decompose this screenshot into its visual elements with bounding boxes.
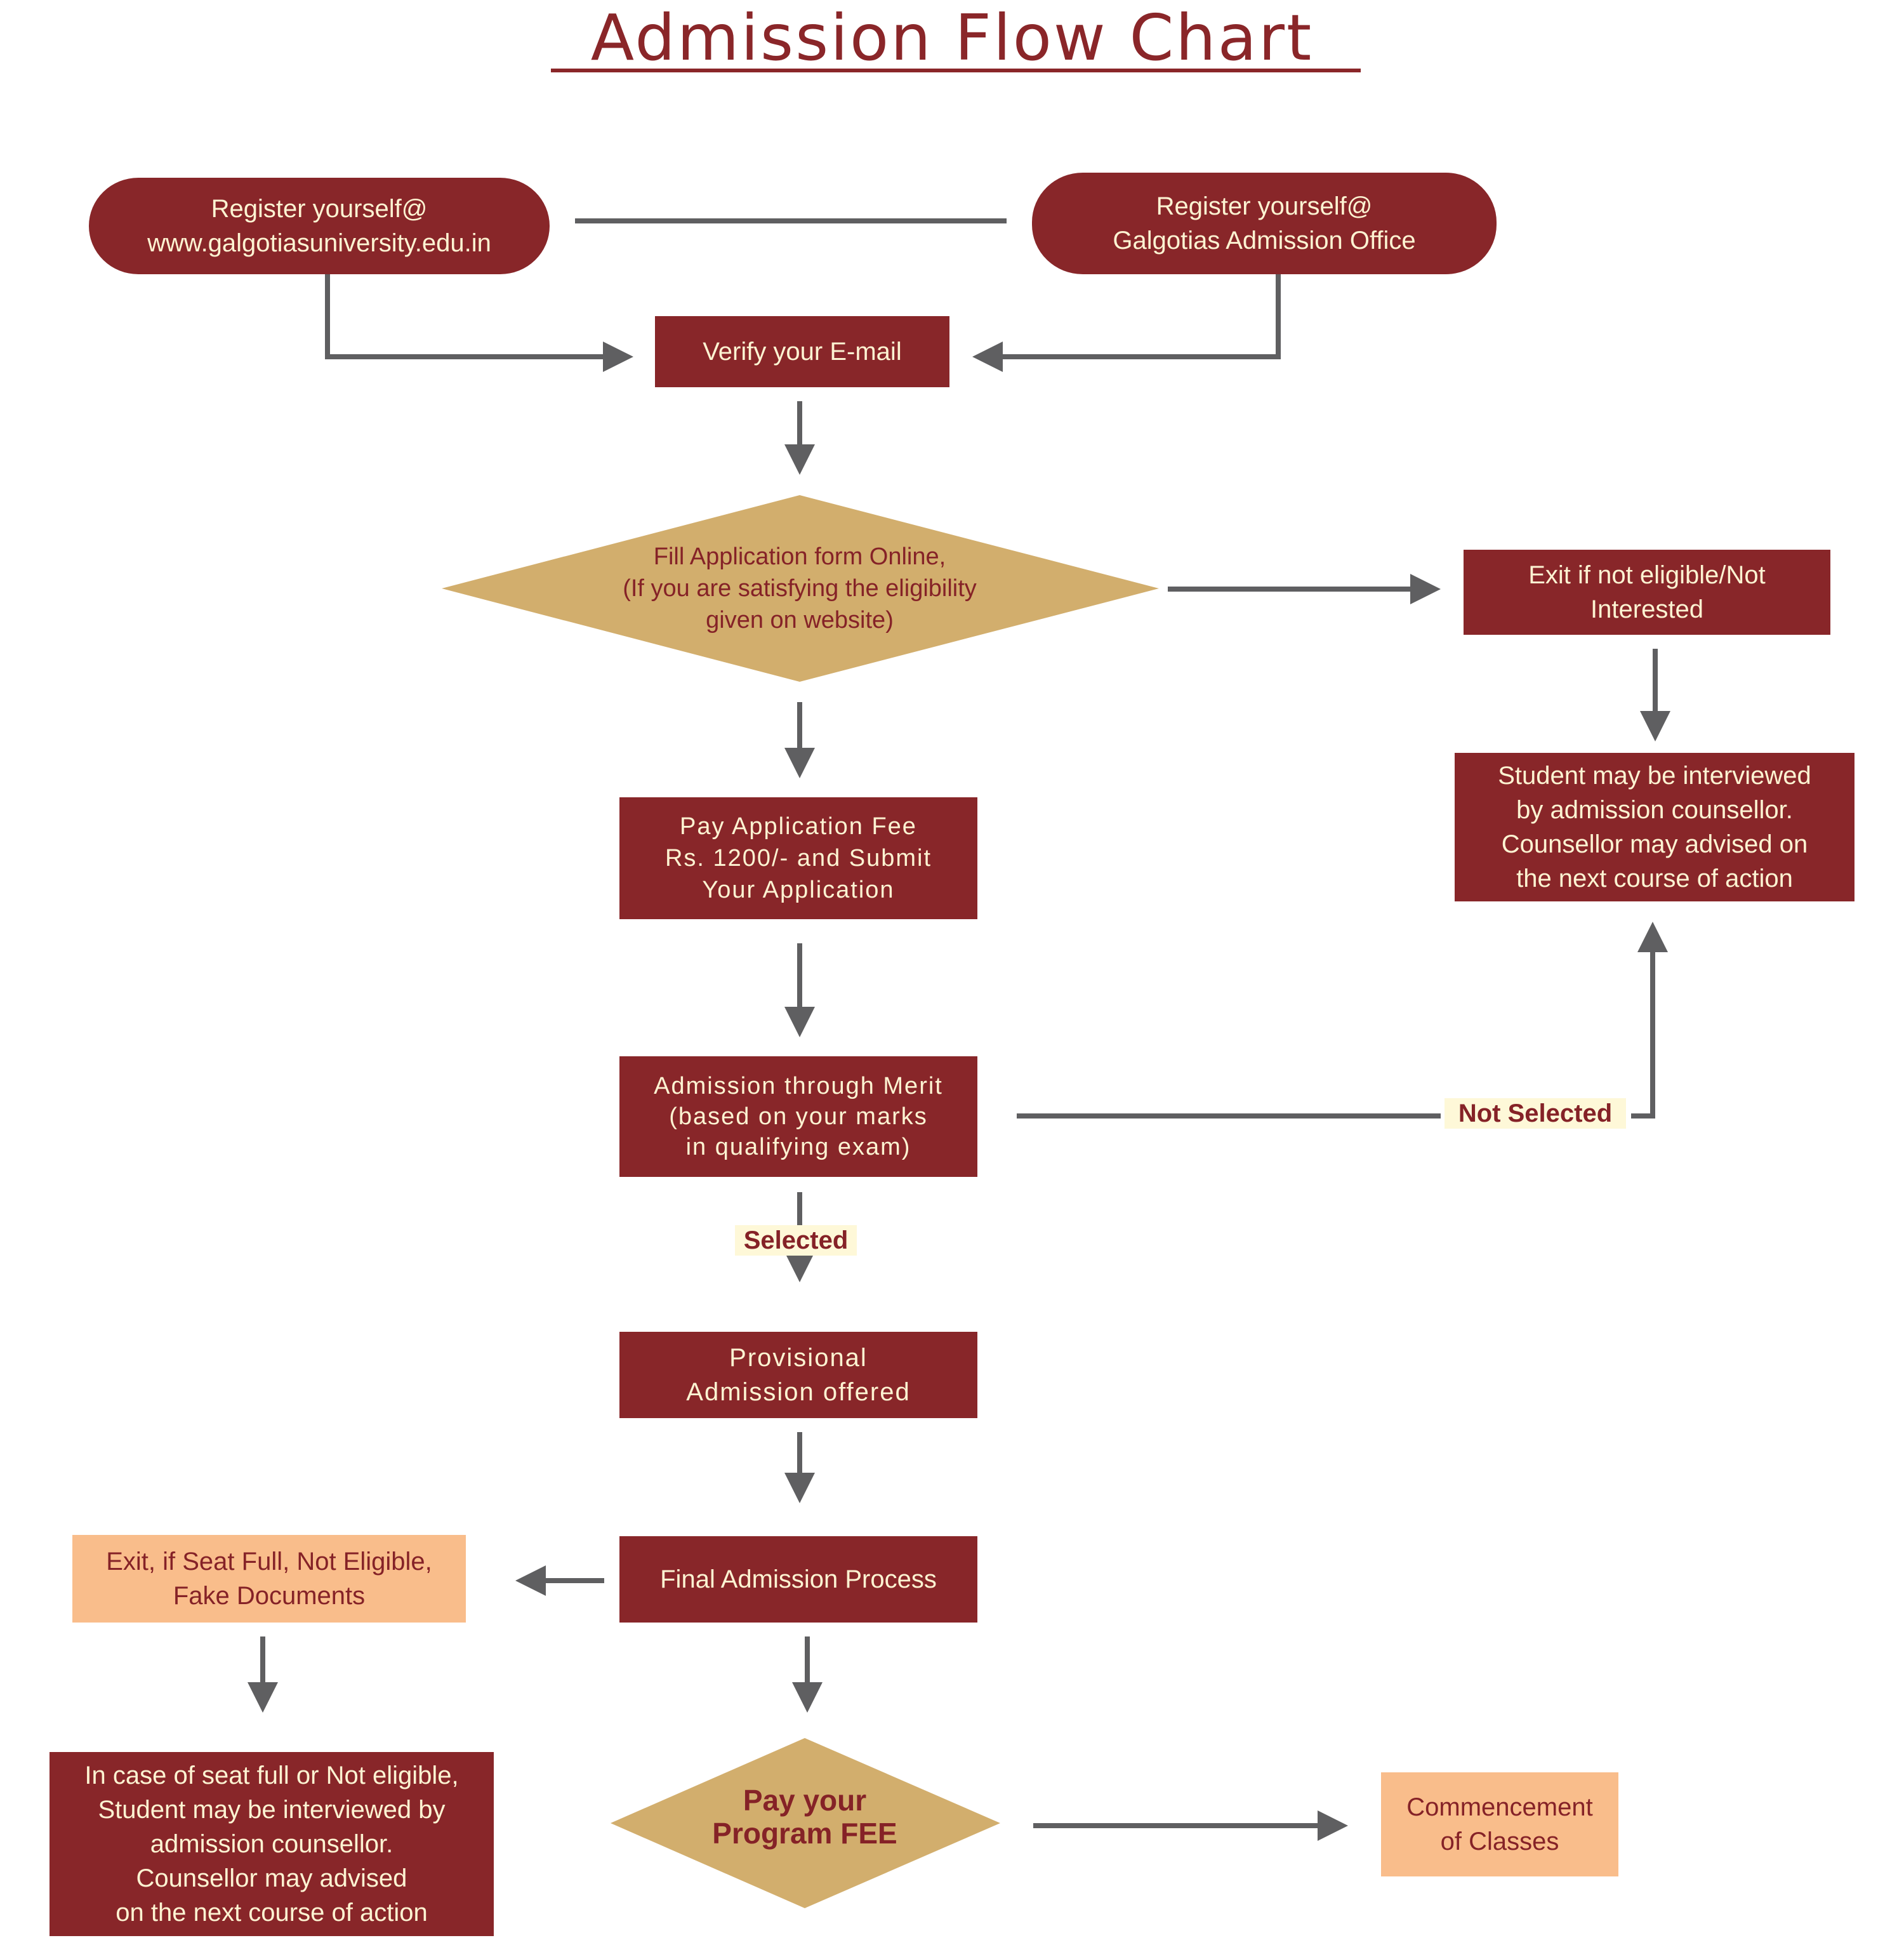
page-title: Admission Flow Chart xyxy=(590,1,1314,75)
edge-merit-counsellor-not-selected-b xyxy=(1631,922,1668,1119)
node-seat-full-counsellor: In case of seat full or Not eligible, St… xyxy=(50,1752,494,1936)
edge-register-office-verify-email xyxy=(972,274,1281,372)
node-exit-seat-full: Exit, if Seat Full, Not Eligible, Fake D… xyxy=(72,1535,466,1623)
node-final-admission: Final Admission Process xyxy=(619,1536,977,1623)
node-pay-program-fee-text: Pay your Program FEE xyxy=(712,1784,897,1850)
decision-pay-program-fee xyxy=(611,1738,1000,1908)
node-register-online: Register yourself@ www.galgotiasuniversi… xyxy=(89,178,550,274)
node-fill-application-text: Fill Application form Online, (If you ar… xyxy=(623,543,977,634)
node-exit-not-eligible: Exit if not eligible/Not Interested xyxy=(1464,550,1830,635)
node-admission-merit: Admission through Merit (based on your m… xyxy=(619,1056,977,1177)
node-counsellor-interview: Student may be interviewed by admission … xyxy=(1455,753,1854,901)
decision-fill-application xyxy=(442,495,1159,682)
node-provisional-admission: Provisional Admission offered xyxy=(619,1332,977,1418)
edge-register-online-verify-email xyxy=(325,274,633,372)
edge-label-not-selected: Not Selected xyxy=(1445,1098,1626,1129)
node-pay-application-fee: Pay Application Fee Rs. 1200/- and Submi… xyxy=(619,797,977,919)
node-commencement: Commencement of Classes xyxy=(1381,1772,1618,1876)
node-register-office: Register yourself@ Galgotias Admission O… xyxy=(1032,173,1497,274)
edge-label-selected: Selected xyxy=(735,1225,857,1256)
title-underline xyxy=(551,69,1361,72)
node-verify-email: Verify your E-mail xyxy=(655,316,949,387)
